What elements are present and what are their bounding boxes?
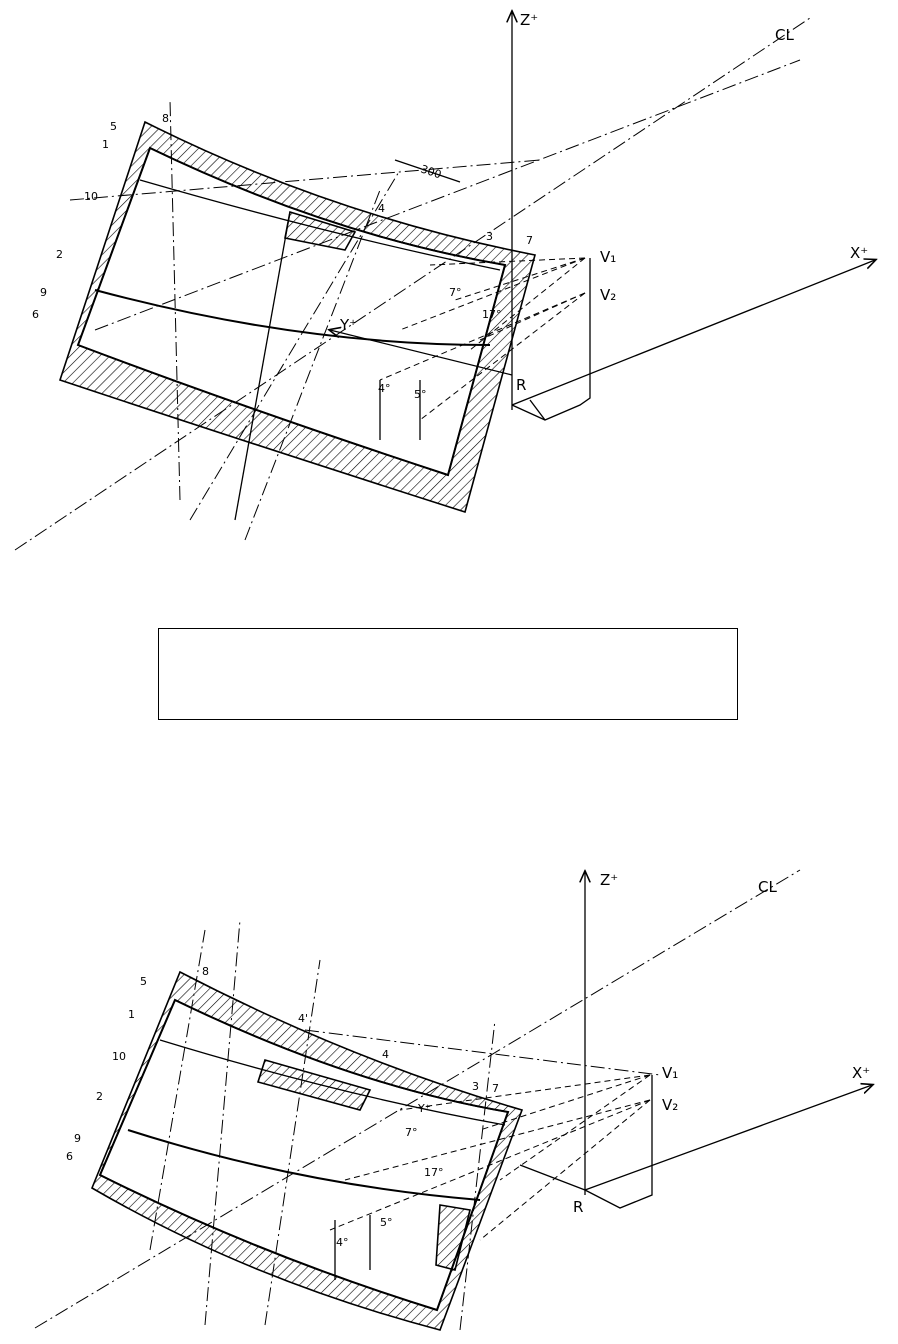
- projection-lines: [584, 1075, 653, 1209]
- svg-text:9: 9: [40, 286, 47, 299]
- svg-text:1: 1: [102, 138, 109, 151]
- blank-caption-box: [158, 628, 738, 720]
- v2-label: V₂: [662, 1096, 678, 1114]
- centerline-label: CL: [758, 878, 777, 896]
- glass-outline: [98, 998, 510, 1312]
- x-axis: [511, 260, 875, 406]
- v2-label: V₂: [600, 286, 616, 304]
- svg-text:1: 1: [128, 1008, 135, 1021]
- origin-label: R: [573, 1198, 583, 1216]
- dimension-label: 300: [419, 162, 443, 181]
- x-axis: [584, 1085, 872, 1191]
- svg-text:9: 9: [74, 1132, 81, 1145]
- centerline-label: CL: [775, 26, 794, 44]
- svg-text:6: 6: [32, 308, 39, 321]
- angle-label: 17°: [482, 308, 502, 321]
- x-axis-label: X⁺: [850, 244, 868, 262]
- sight-rays: [379, 257, 586, 421]
- svg-text:10: 10: [112, 1050, 126, 1063]
- angle-label: 5°: [414, 388, 427, 401]
- svg-text:4': 4': [298, 1012, 308, 1025]
- svg-text:3: 3: [486, 230, 493, 243]
- svg-text:5: 5: [110, 120, 117, 133]
- y-axis-label: Y⁺: [339, 316, 357, 334]
- centerline-axis: [34, 869, 801, 1329]
- section-marks: 5 8 1 4' 10 4 2 9 6 3 7: [66, 965, 499, 1163]
- z-axis-label: Z⁺: [600, 871, 618, 889]
- angle-label: 5°: [380, 1216, 393, 1229]
- angle-label: 4°: [336, 1236, 349, 1249]
- angle-label: 17°: [424, 1166, 444, 1179]
- v1-label: V₁: [600, 248, 616, 266]
- svg-text:2: 2: [56, 248, 63, 261]
- svg-text:3: 3: [472, 1080, 479, 1093]
- svg-text:8: 8: [162, 112, 169, 125]
- svg-text:7: 7: [526, 234, 533, 247]
- angle-label: 7°: [449, 286, 462, 299]
- bottom-diagram: Z⁺ X⁺ Y⁺ CL R V₁ V₂ 7° 17° 5° 4° 5 8 1 4…: [34, 869, 872, 1331]
- svg-text:4: 4: [382, 1048, 389, 1061]
- centerline-axis: [14, 17, 811, 551]
- y-axis-label: Y⁺: [417, 1102, 431, 1115]
- x-axis-label: X⁺: [852, 1064, 870, 1082]
- windshield-frame: [90, 970, 524, 1331]
- angle-label: 7°: [405, 1126, 418, 1139]
- section-marks: 5 8 1 10 2 9 6 4 3 7: [32, 112, 533, 321]
- svg-text:8: 8: [202, 965, 209, 978]
- angle-label: 4°: [378, 382, 391, 395]
- projection-lines: [511, 258, 591, 421]
- svg-text:4: 4: [378, 202, 385, 215]
- svg-text:5: 5: [140, 975, 147, 988]
- z-axis-label: Z⁺: [520, 11, 538, 29]
- svg-text:10: 10: [84, 190, 98, 203]
- origin-label: R: [516, 376, 526, 394]
- top-diagram: Z⁺ X⁺ Y⁺ CL R V₁ V₂ 300 7° 17° 5° 4° 5 8…: [14, 11, 875, 551]
- sight-rays: [329, 1074, 651, 1241]
- svg-text:7: 7: [492, 1082, 499, 1095]
- svg-text:6: 6: [66, 1150, 73, 1163]
- v1-label: V₁: [662, 1064, 678, 1082]
- svg-text:2: 2: [96, 1090, 103, 1103]
- glass-outline: [76, 146, 507, 477]
